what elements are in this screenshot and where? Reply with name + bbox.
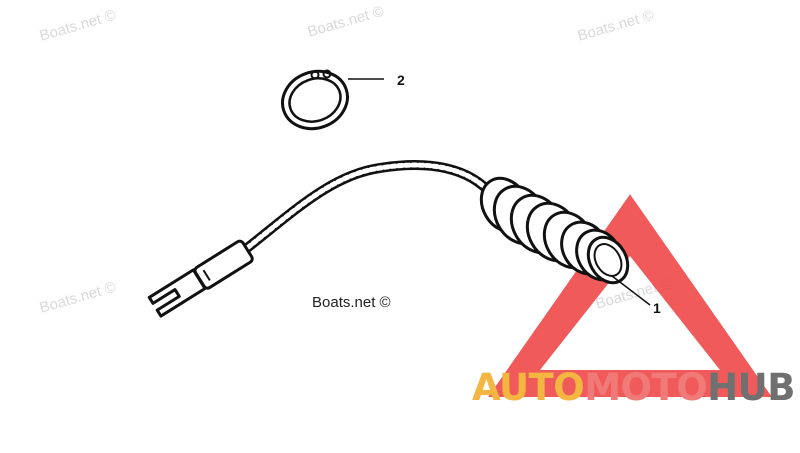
brand-word-moto: MOTO (584, 366, 708, 409)
brand-triangle-logo (488, 194, 772, 397)
snap-ring-part (281, 69, 384, 131)
callout-number-2: 2 (397, 72, 405, 88)
diagram-credit: Boats.net © (312, 294, 391, 311)
callout-leader-1 (611, 275, 651, 306)
brand-wordmark: AUTOMOTOHUB (472, 369, 795, 406)
wire-lead-part (147, 160, 651, 318)
callout-number-1: 1 (653, 300, 661, 316)
brand-word-auto: AUTO (472, 366, 585, 409)
brand-word-hub: HUB (707, 366, 795, 409)
